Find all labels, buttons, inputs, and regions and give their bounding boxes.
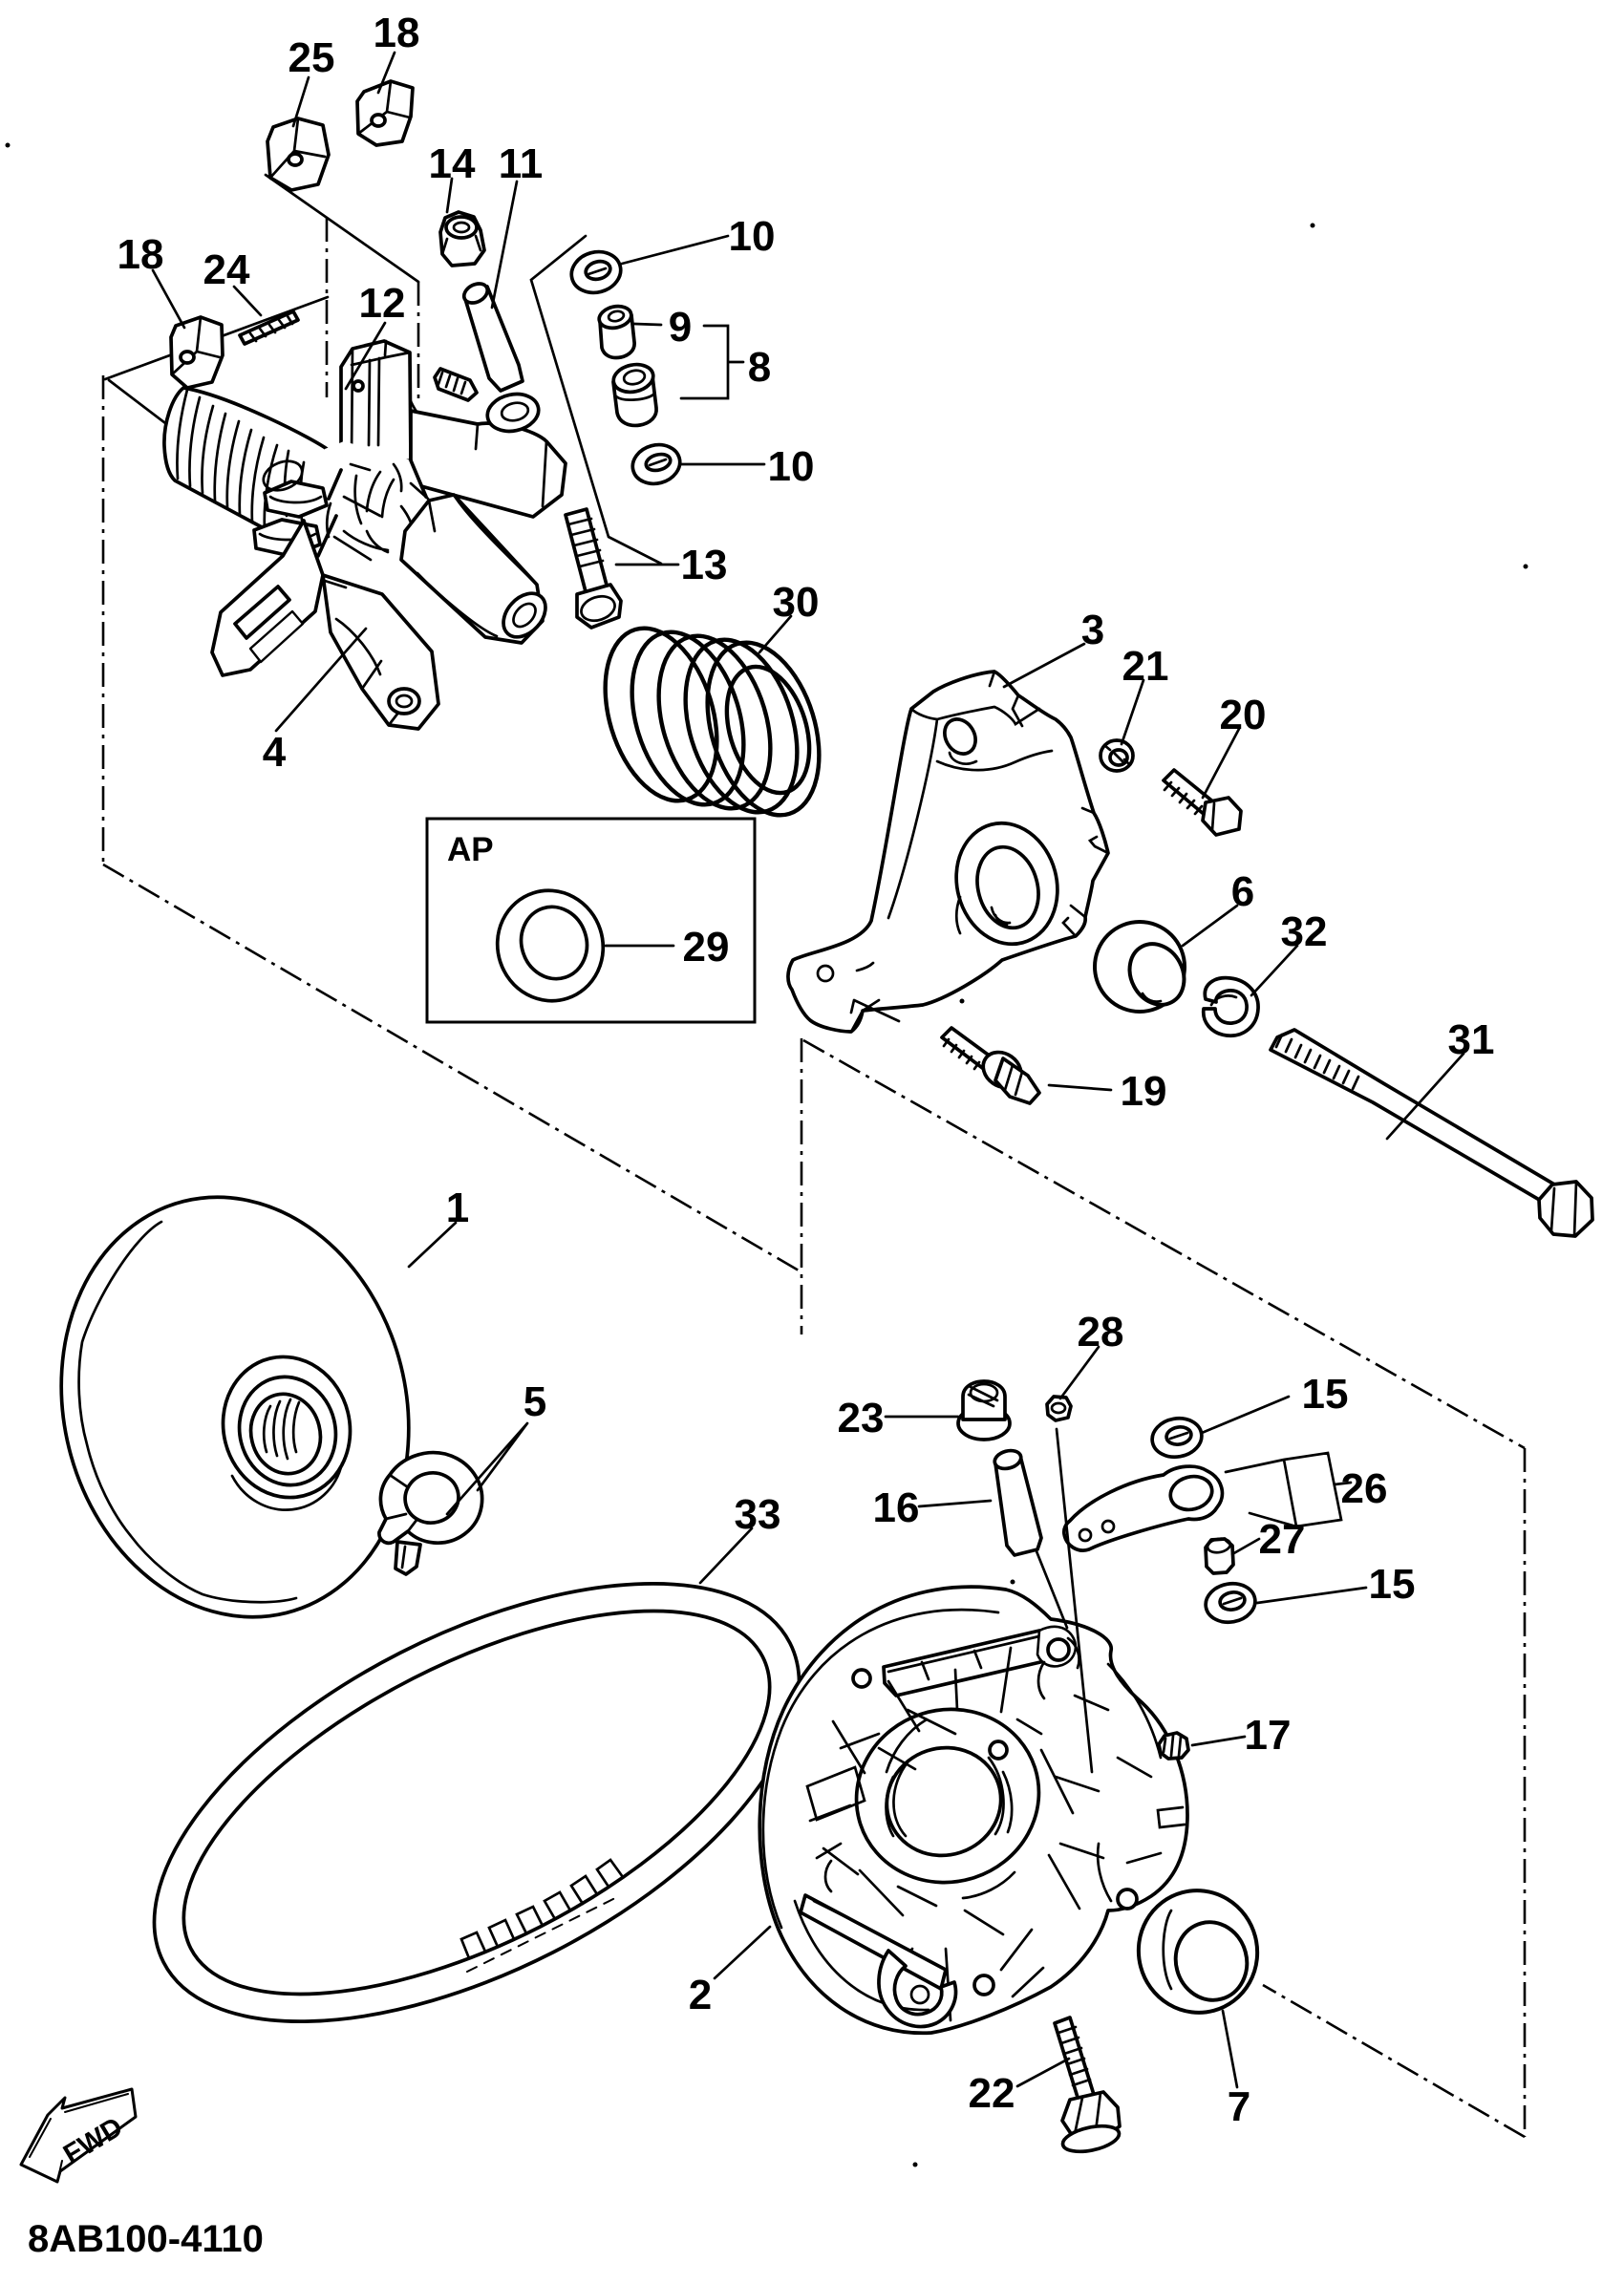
svg-text:15: 15 — [1302, 1371, 1349, 1418]
svg-text:23: 23 — [838, 1395, 885, 1441]
svg-text:6: 6 — [1231, 868, 1254, 915]
svg-text:17: 17 — [1245, 1712, 1292, 1759]
svg-text:5: 5 — [524, 1378, 546, 1425]
svg-text:24: 24 — [203, 246, 250, 293]
svg-text:15: 15 — [1369, 1561, 1416, 1608]
svg-text:22: 22 — [969, 2070, 1015, 2117]
svg-text:28: 28 — [1078, 1309, 1124, 1355]
svg-text:30: 30 — [773, 579, 820, 626]
svg-text:11: 11 — [499, 140, 544, 187]
svg-text:18: 18 — [374, 10, 420, 56]
svg-text:4: 4 — [263, 729, 287, 776]
svg-text:8AB100-4110: 8AB100-4110 — [28, 2218, 264, 2260]
svg-text:12: 12 — [359, 280, 406, 327]
svg-text:10: 10 — [729, 213, 776, 260]
svg-text:16: 16 — [873, 1484, 920, 1531]
svg-text:27: 27 — [1259, 1516, 1306, 1563]
svg-text:20: 20 — [1220, 692, 1267, 738]
svg-text:2: 2 — [689, 1972, 712, 2018]
svg-text:8: 8 — [748, 344, 771, 391]
svg-text:7: 7 — [1228, 2083, 1250, 2130]
svg-text:18: 18 — [118, 231, 164, 278]
svg-text:1: 1 — [446, 1185, 469, 1231]
svg-text:31: 31 — [1448, 1016, 1495, 1063]
svg-text:3: 3 — [1081, 607, 1104, 653]
svg-text:26: 26 — [1341, 1465, 1388, 1512]
svg-text:32: 32 — [1281, 908, 1328, 955]
svg-text:10: 10 — [768, 443, 815, 490]
svg-text:25: 25 — [288, 34, 335, 81]
svg-text:13: 13 — [681, 542, 728, 588]
svg-text:9: 9 — [669, 304, 692, 351]
svg-text:29: 29 — [683, 924, 730, 971]
svg-text:33: 33 — [735, 1491, 781, 1538]
svg-text:19: 19 — [1121, 1068, 1167, 1115]
svg-text:AP: AP — [447, 831, 494, 868]
svg-text:21: 21 — [1122, 643, 1169, 690]
svg-text:14: 14 — [429, 140, 476, 187]
